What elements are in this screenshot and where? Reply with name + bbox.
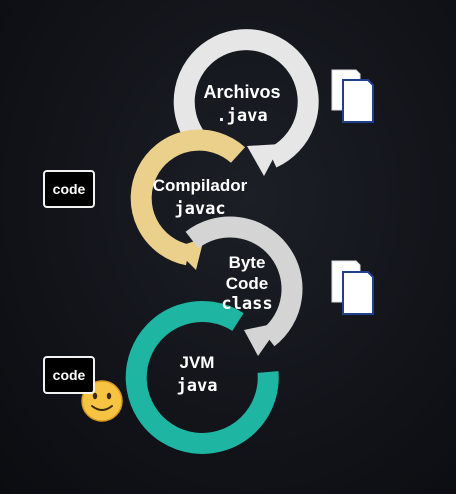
archivos-extension: .java	[216, 105, 268, 126]
compilador-arc	[130, 129, 246, 270]
bytecode-line1: Byte	[228, 253, 266, 272]
compilador-command: javac	[174, 198, 226, 219]
jvm-label: JVM java	[160, 353, 234, 396]
bytecode-arc	[185, 216, 303, 356]
jvm-command: java	[176, 375, 218, 396]
documents-icon	[331, 69, 374, 123]
compilador-title: Compilador	[152, 176, 248, 195]
jvm-title: JVM	[179, 353, 215, 372]
jvm-ring	[125, 301, 279, 454]
bytecode-extension: class	[221, 294, 273, 315]
compilador-label: Compilador javac	[145, 176, 255, 219]
code-box: code	[43, 356, 95, 394]
archivos-arc	[173, 29, 319, 176]
code-box: code	[43, 170, 95, 208]
archivos-title: Archivos	[203, 82, 281, 102]
bytecode-line2: Code	[225, 273, 269, 293]
documents-icon	[331, 260, 374, 315]
archivos-label: Archivos .java	[196, 82, 288, 126]
bytecode-label: Byte Code class	[210, 253, 284, 315]
